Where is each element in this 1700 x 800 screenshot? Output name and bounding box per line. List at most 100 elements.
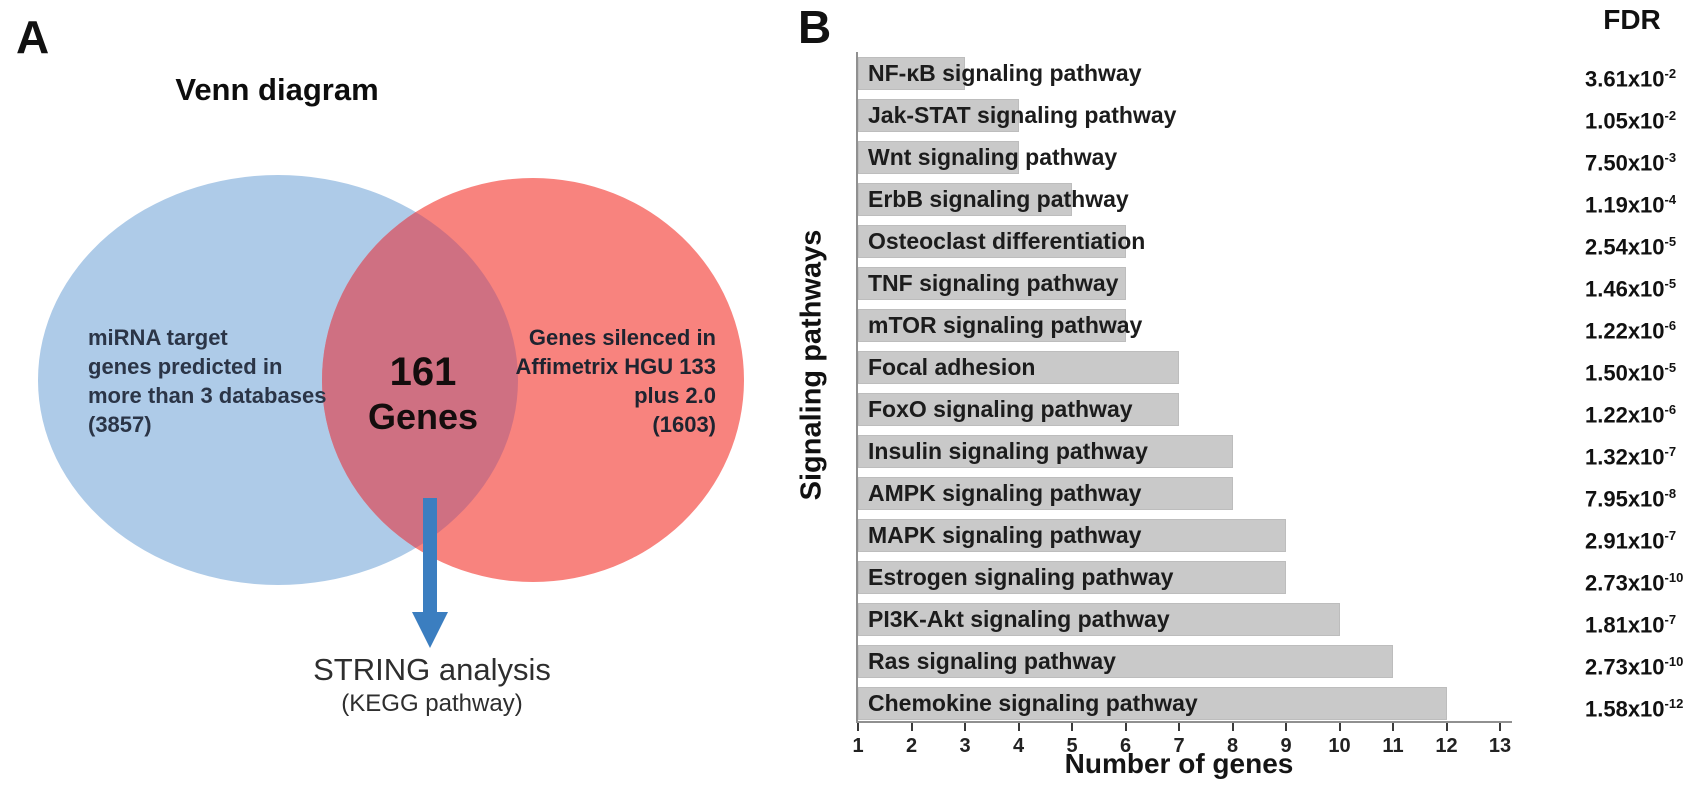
x-axis-tick-label: 3 [959, 735, 971, 757]
x-axis-tick [1017, 722, 1020, 731]
x-axis-title: Number of genes [1064, 748, 1294, 779]
fdr-exponent: -10 [1664, 570, 1684, 585]
venn-intersection-count: 161 [389, 350, 457, 394]
fdr-value: 2.54x10-5 [1585, 234, 1677, 260]
fdr-exponent: -7 [1664, 612, 1677, 627]
fdr-value: 1.32x10-7 [1585, 444, 1677, 470]
fdr-value: 1.19x10-4 [1585, 192, 1677, 218]
string-analysis-label: STRING analysis [313, 652, 551, 687]
fdr-value: 1.46x10-5 [1585, 276, 1677, 302]
venn-intersection-word: Genes [367, 396, 479, 437]
x-axis-tick [1231, 722, 1234, 731]
x-axis-tick-label: 5 [1066, 735, 1078, 757]
fdr-value: 1.05x10-2 [1585, 108, 1677, 134]
fdr-exponent: -5 [1664, 276, 1677, 291]
fdr-exponent: -12 [1664, 696, 1684, 711]
fdr-value: 2.73x10-10 [1585, 654, 1684, 680]
pathway-bar-label: Estrogen signaling pathway [868, 564, 1174, 590]
fdr-value: 1.81x10-7 [1585, 612, 1677, 638]
x-axis-tick-label: 9 [1280, 735, 1292, 757]
x-axis-tick [910, 722, 913, 731]
x-axis-tick-label: 12 [1435, 735, 1458, 757]
pathway-bar-label: Wnt signaling pathway [868, 144, 1118, 170]
panel-a-label: A [16, 11, 50, 63]
fdr-value: 3.61x10-2 [1585, 66, 1677, 92]
pathway-bar-label: TNF signaling pathway [868, 270, 1119, 296]
x-axis-tick [857, 722, 859, 731]
fdr-exponent: -7 [1664, 444, 1677, 459]
pathway-bar-label: PI3K-Akt signaling pathway [868, 606, 1170, 632]
pathway-bar [858, 351, 1179, 384]
pathway-bar [858, 645, 1393, 678]
x-axis-tick-label: 10 [1328, 735, 1351, 757]
x-axis-tick [1392, 722, 1394, 731]
pathway-bar [858, 141, 1019, 174]
x-axis-tick [1285, 722, 1287, 731]
pathway-bar-label: NF-κB signaling pathway [868, 60, 1142, 86]
fdr-value: 2.91x10-7 [1585, 528, 1677, 554]
fdr-exponent: -6 [1664, 318, 1677, 333]
pathway-bar [858, 99, 1019, 132]
fdr-exponent: -6 [1664, 402, 1677, 417]
pathway-bar [858, 477, 1233, 510]
x-axis-tick [1124, 722, 1127, 731]
x-axis-tick [1071, 722, 1073, 731]
fdr-column-header: FDR [1603, 4, 1661, 35]
venn-left-set-label: miRNA target genes predicted in more tha… [88, 325, 327, 437]
pathway-bar-label: ErbB signaling pathway [868, 186, 1129, 212]
kegg-pathway-sublabel: (KEGG pathway) [341, 690, 523, 717]
pathway-bar-label: AMPK signaling pathway [868, 480, 1142, 506]
fdr-exponent: -5 [1664, 234, 1677, 249]
fdr-exponent: -10 [1664, 654, 1684, 669]
x-axis-tick-label: 4 [1012, 735, 1025, 757]
pathway-bar-label: FoxO signaling pathway [868, 396, 1133, 422]
y-axis-line [856, 52, 858, 723]
pathway-bar [858, 57, 965, 90]
x-axis-tick-label: 11 [1382, 735, 1404, 757]
x-axis-tick-label: 6 [1119, 735, 1132, 757]
pathway-bar-label: Focal adhesion [868, 354, 1036, 380]
pathway-bar [858, 687, 1447, 720]
fdr-value: 2.73x10-10 [1585, 570, 1684, 596]
pathway-bar-label: Chemokine signaling pathway [868, 690, 1198, 716]
pathway-bar [858, 183, 1072, 216]
fdr-value: 1.22x10-6 [1585, 318, 1677, 344]
x-axis-tick [1338, 722, 1341, 731]
fdr-value: 1.22x10-6 [1585, 402, 1677, 428]
pathway-bar [858, 309, 1126, 342]
pathway-bar [858, 435, 1233, 468]
x-axis-tick-label: 1 [852, 735, 864, 757]
pathway-bar-label: Osteoclast differentiation [868, 228, 1146, 254]
x-axis-tick-label: 7 [1173, 735, 1185, 757]
fdr-exponent: -4 [1664, 192, 1677, 207]
x-axis-tick [1499, 722, 1501, 731]
fdr-exponent: -7 [1664, 528, 1677, 543]
pathway-bar-label: Ras signaling pathway [868, 648, 1116, 674]
pathway-bar-label: MAPK signaling pathway [868, 522, 1142, 548]
pathway-bar [858, 561, 1286, 594]
x-axis-tick-label: 8 [1226, 735, 1239, 757]
pathway-bar [858, 519, 1286, 552]
fdr-value: 7.95x10-8 [1585, 486, 1677, 512]
pathway-bar-label: Jak-STAT signaling pathway [868, 102, 1177, 128]
x-axis-tick-label: 13 [1488, 735, 1512, 757]
fdr-exponent: -5 [1664, 360, 1677, 375]
x-axis-tick-label: 2 [905, 735, 918, 757]
fdr-exponent: -2 [1664, 66, 1677, 81]
pathway-bar [858, 225, 1126, 258]
pathway-bar-label: Insulin signaling pathway [868, 438, 1148, 464]
fdr-exponent: -3 [1664, 150, 1677, 165]
fdr-value: 1.50x10-5 [1585, 360, 1677, 386]
venn-overlap-region [322, 178, 518, 582]
pathway-bar [858, 267, 1126, 300]
panel-b-label: B [798, 1, 832, 53]
x-axis-tick [1178, 722, 1180, 731]
x-axis-line [856, 721, 1512, 723]
venn-title: Venn diagram [175, 72, 379, 107]
down-arrow-icon [412, 498, 448, 648]
fdr-exponent: -8 [1664, 486, 1677, 501]
fdr-exponent: -2 [1664, 108, 1677, 123]
pathway-bar [858, 393, 1179, 426]
venn-right-set-label: Genes silenced in Affimetrix HGU 133 plu… [515, 325, 716, 437]
